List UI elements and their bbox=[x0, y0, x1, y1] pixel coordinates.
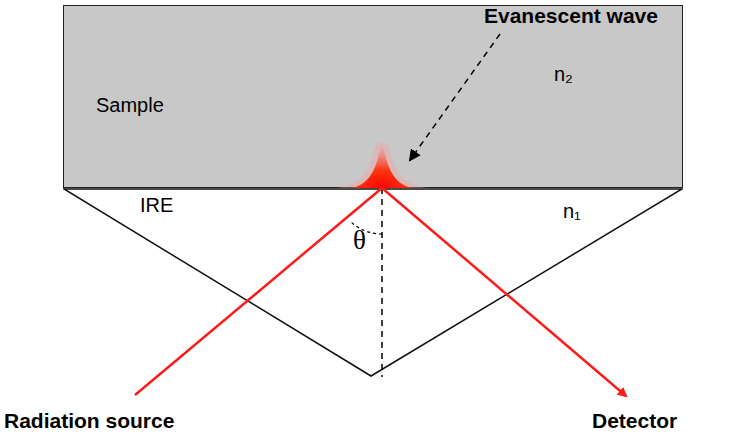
detector-label: Detector bbox=[592, 409, 677, 432]
reflected-ray bbox=[382, 188, 626, 396]
evanescent-halo bbox=[336, 143, 428, 189]
normal-line bbox=[381, 188, 383, 377]
incident-ray bbox=[135, 188, 382, 395]
leader-arrow bbox=[410, 34, 500, 160]
refractive-index: n₁ bbox=[563, 200, 581, 222]
ire-crystal: IRE n₁ bbox=[63, 188, 683, 377]
ire-label: IRE bbox=[140, 194, 173, 216]
refractive-index: n₂ bbox=[554, 63, 573, 85]
source-label: Radiation source bbox=[4, 409, 174, 432]
callout-label: Evanescent wave bbox=[484, 4, 658, 27]
ire-outline bbox=[63, 188, 683, 377]
angle-symbol: θ bbox=[353, 226, 366, 256]
sample-label: Sample bbox=[96, 94, 164, 116]
evanescent-wave bbox=[352, 147, 412, 188]
